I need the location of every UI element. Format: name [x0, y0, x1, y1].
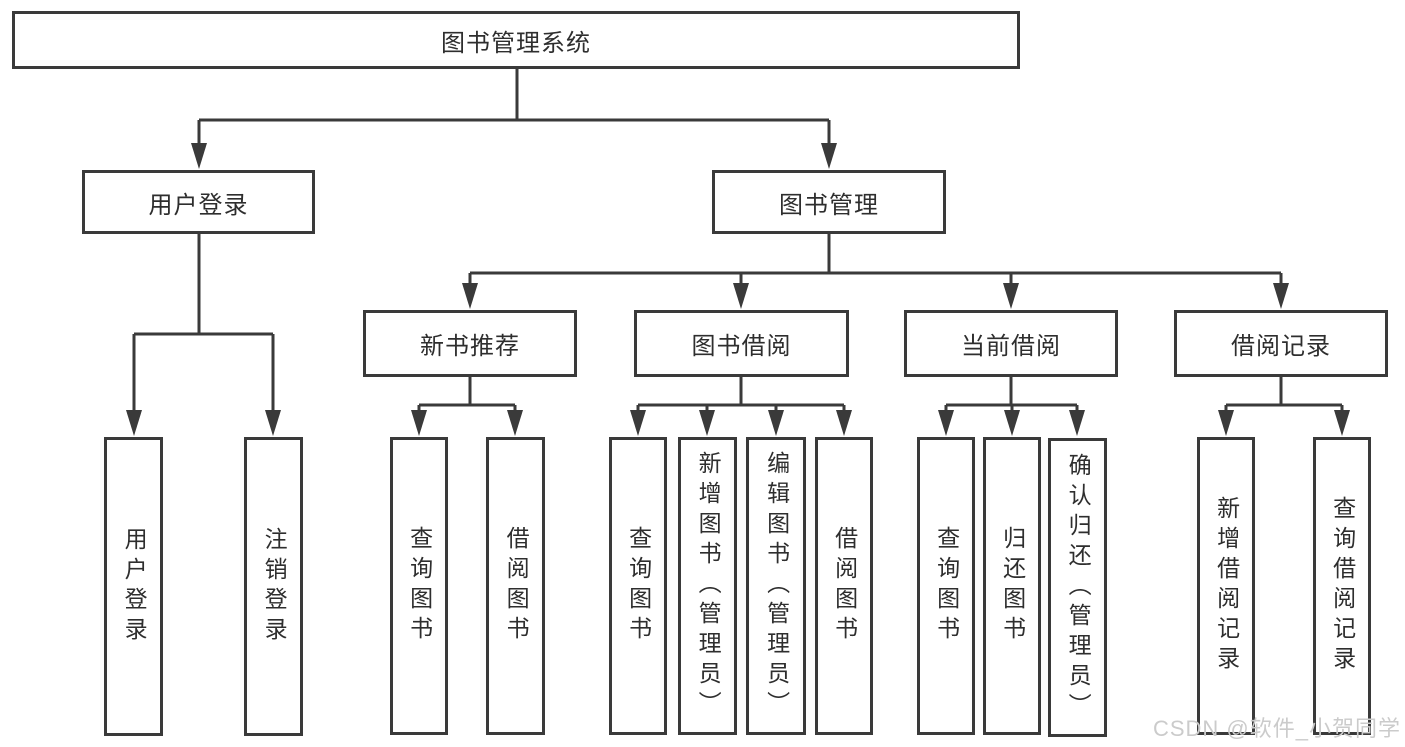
- leaf-br-search-record: 查询借阅记录: [1313, 437, 1371, 735]
- arrowhead: [1273, 283, 1289, 309]
- leaf-cb-search-books: 查询图书: [917, 437, 975, 735]
- leaf-bb-edit-books-admin-label: 编辑图书（管理员）: [763, 451, 790, 721]
- leaf-rec-search-books-label: 查询图书: [406, 526, 433, 646]
- node-new-book-rec-label: 新书推荐: [420, 333, 520, 360]
- arrowhead: [1218, 410, 1234, 436]
- leaf-bb-edit-books-admin: 编辑图书（管理员）: [746, 437, 806, 735]
- leaf-cb-confirm-return-admin-label: 确认归还（管理员）: [1065, 452, 1092, 723]
- leaf-br-search-record-label: 查询借阅记录: [1329, 496, 1356, 676]
- leaf-rec-borrow-books: 借阅图书: [486, 437, 545, 735]
- arrowhead: [462, 283, 478, 309]
- leaf-cb-return-books-label: 归还图书: [999, 526, 1026, 646]
- node-user-login-label: 用户登录: [148, 191, 249, 219]
- node-book-mgmt-label: 图书管理: [779, 191, 879, 219]
- leaf-cb-return-books: 归还图书: [983, 437, 1041, 735]
- arrowhead: [411, 410, 427, 436]
- arrowhead: [1004, 410, 1020, 436]
- branch-book-mgmt: [468, 234, 1283, 291]
- leaf-cb-confirm-return-admin: 确认归还（管理员）: [1048, 438, 1107, 737]
- node-borrow-record-label: 借阅记录: [1231, 333, 1331, 360]
- arrowhead: [699, 410, 715, 436]
- branch-user-login: [132, 234, 275, 418]
- leaf-logout-label: 注销登录: [261, 526, 288, 647]
- leaf-bb-add-books-admin-label: 新增图书（管理员）: [695, 451, 722, 721]
- branch-book-borrow: [636, 377, 846, 418]
- leaf-rec-borrow-books-label: 借阅图书: [503, 526, 530, 646]
- arrowhead: [191, 143, 207, 169]
- leaf-user-login-label: 用户登录: [121, 526, 148, 647]
- leaf-bb-add-books-admin: 新增图书（管理员）: [678, 437, 737, 735]
- node-user-login: 用户登录: [82, 170, 315, 234]
- arrowhead: [630, 410, 646, 436]
- node-book-borrow: 图书借阅: [634, 310, 849, 377]
- arrowhead: [265, 410, 281, 436]
- branch-borrow-record: [1224, 377, 1344, 418]
- watermark: CSDN @软件_小贺同学: [1152, 716, 1401, 741]
- leaf-rec-search-books: 查询图书: [390, 437, 448, 735]
- node-book-mgmt: 图书管理: [712, 170, 946, 234]
- arrowhead: [1334, 410, 1350, 436]
- arrowhead: [126, 410, 142, 436]
- node-current-borrow-label: 当前借阅: [961, 333, 1061, 360]
- arrowhead: [938, 410, 954, 436]
- node-current-borrow: 当前借阅: [904, 310, 1118, 377]
- arrowhead: [1003, 283, 1019, 309]
- leaf-bb-search-books: 查询图书: [609, 437, 667, 735]
- leaf-br-add-record: 新增借阅记录: [1197, 437, 1255, 735]
- branch-root: [197, 69, 831, 151]
- node-book-borrow-label: 图书借阅: [691, 333, 792, 360]
- leaf-br-add-record-label: 新增借阅记录: [1213, 496, 1240, 676]
- node-root: 图书管理系统: [12, 11, 1020, 69]
- leaf-bb-borrow-books-label: 借阅图书: [831, 526, 858, 646]
- node-new-book-rec: 新书推荐: [363, 310, 577, 377]
- arrowhead: [1069, 410, 1085, 436]
- node-root-label: 图书管理系统: [441, 29, 591, 57]
- leaf-user-login: 用户登录: [104, 437, 163, 736]
- arrowhead: [836, 410, 852, 436]
- arrowhead: [733, 283, 749, 309]
- arrowhead: [821, 143, 837, 169]
- branch-new-book-rec: [417, 377, 517, 418]
- leaf-logout: 注销登录: [244, 437, 303, 736]
- node-borrow-record: 借阅记录: [1174, 310, 1388, 377]
- leaf-cb-search-books-label: 查询图书: [933, 526, 960, 646]
- arrowhead: [507, 410, 523, 436]
- leaf-bb-borrow-books: 借阅图书: [815, 437, 873, 735]
- arrowhead: [768, 410, 784, 436]
- leaf-bb-search-books-label: 查询图书: [625, 526, 652, 646]
